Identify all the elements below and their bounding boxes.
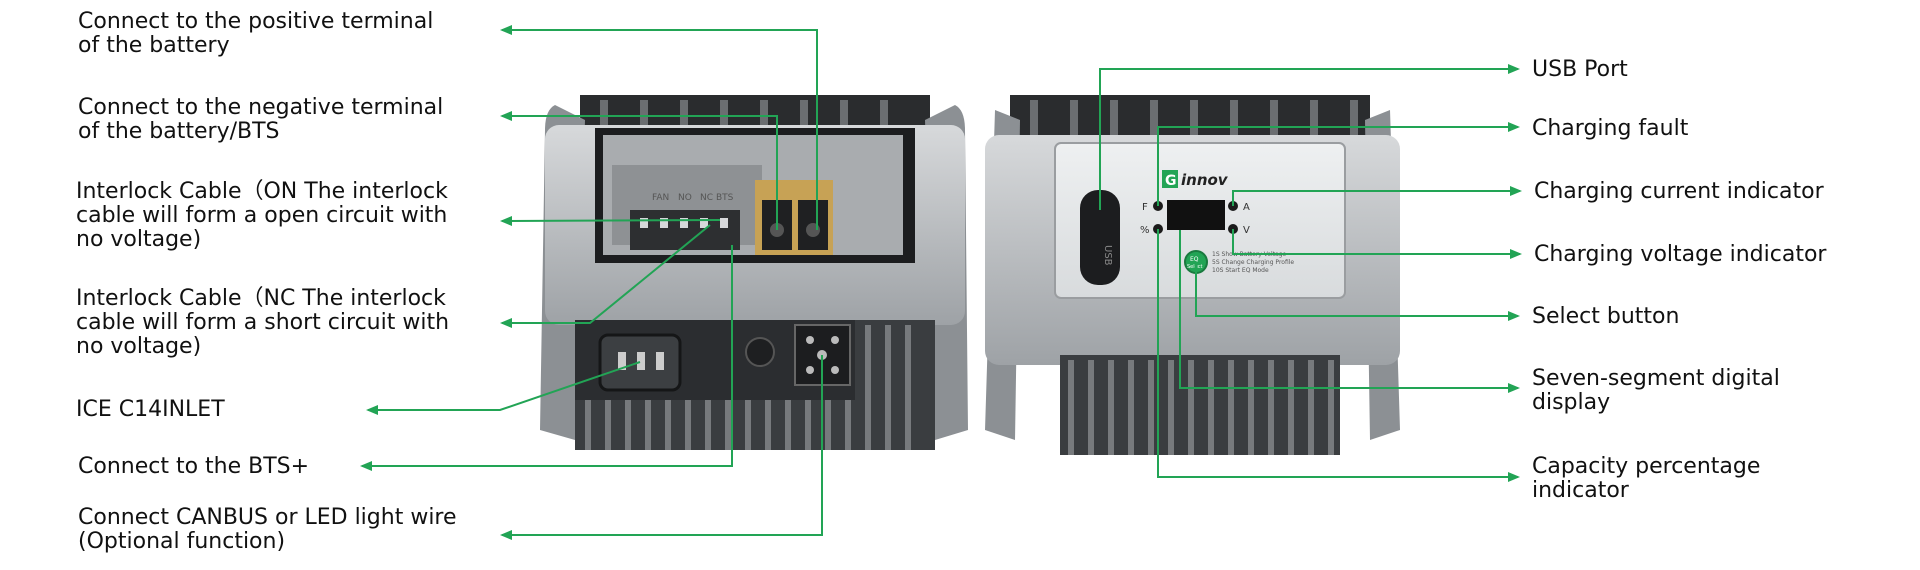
- leader-interlock-on: [501, 219, 721, 222]
- leader-negative-terminal: [502, 115, 778, 230]
- terminal-label-bts: BTS: [716, 193, 734, 203]
- arrow-charging-voltage: [1510, 249, 1522, 259]
- leader-bts-plus: [362, 245, 733, 467]
- label-ice-inlet: ICE C14INLET: [76, 397, 225, 422]
- leader-usb-port: [1099, 68, 1518, 210]
- led-label-f: F: [1142, 202, 1148, 213]
- label-interlock-on: Interlock Cable（ON The interlock cable w…: [76, 179, 448, 252]
- label-capacity: Capacity percentage indicator: [1532, 454, 1761, 503]
- arrow-charging-fault: [1508, 122, 1520, 132]
- brand-name: innov: [1181, 171, 1229, 189]
- leader-charging-current: [1232, 190, 1520, 206]
- select-button-sub: Select: [1187, 264, 1202, 270]
- cable-gland: [745, 337, 775, 367]
- terminal-label-fan: FAN: [652, 193, 669, 203]
- mode-line-2: 5S Change Charging Profile: [1212, 259, 1294, 266]
- leader-charging-voltage: [1232, 229, 1520, 255]
- label-positive-terminal: Connect to the positive terminal of the …: [78, 9, 434, 58]
- arrow-usb-port: [1508, 64, 1520, 74]
- leader-capacity: [1157, 229, 1518, 478]
- label-seven-segment: Seven-segment digital display: [1532, 366, 1780, 415]
- select-button-text: EQ: [1190, 256, 1199, 263]
- right-leader-lines: [1099, 64, 1522, 482]
- leader-seven-segment: [1179, 230, 1518, 389]
- usb-port-cover: [1080, 190, 1120, 285]
- label-negative-terminal: Connect to the negative terminal of the …: [78, 95, 444, 144]
- led-label-v: V: [1243, 225, 1250, 236]
- leader-charging-fault: [1157, 126, 1518, 206]
- label-charging-voltage: Charging voltage indicator: [1534, 242, 1827, 267]
- leader-positive-terminal: [502, 29, 818, 230]
- left-leader-lines: [360, 25, 823, 540]
- led-label-percent: %: [1140, 225, 1150, 236]
- interlock-connector: [630, 210, 740, 250]
- arrow-charging-current: [1510, 186, 1522, 196]
- arrow-interlock-on: [500, 216, 512, 226]
- leader-canbus: [502, 355, 823, 536]
- arrow-negative-terminal: [500, 111, 512, 121]
- arrow-seven-segment: [1508, 383, 1520, 393]
- arrow-interlock-nc: [500, 318, 512, 328]
- terminal-label-nc: NC: [700, 193, 713, 203]
- arrow-ice-inlet: [366, 405, 378, 415]
- leader-select-button: [1195, 262, 1518, 317]
- leader-interlock-nc: [502, 224, 711, 324]
- label-charging-fault: Charging fault: [1532, 116, 1689, 141]
- brand-mark: G: [1165, 173, 1177, 189]
- brand-logo-mark: [1162, 170, 1178, 188]
- label-select-button: Select button: [1532, 304, 1680, 329]
- mode-line-3: 10S Start EQ Mode: [1212, 267, 1269, 274]
- charger-bottom-view: FAN NO NC BTS: [540, 95, 968, 450]
- label-canbus: Connect CANBUS or LED light wire (Option…: [78, 505, 457, 554]
- arrow-select-button: [1508, 311, 1520, 321]
- label-bts-plus: Connect to the BTS+: [78, 454, 310, 479]
- led-label-a: A: [1243, 202, 1250, 213]
- leader-ice-inlet: [368, 361, 641, 411]
- arrow-bts-plus: [360, 461, 372, 471]
- terminal-label-no: NO: [678, 193, 692, 203]
- label-charging-current: Charging current indicator: [1534, 179, 1824, 204]
- arrow-canbus: [500, 530, 512, 540]
- charger-front-view: USB G innov F % A V EQ Select 1S Show Ba…: [985, 95, 1400, 455]
- usb-text: USB: [1102, 245, 1113, 266]
- right-bottom-fins: [1060, 355, 1340, 455]
- label-interlock-nc: Interlock Cable（NC The interlock cable w…: [76, 286, 450, 359]
- label-usb-port: USB Port: [1532, 57, 1628, 82]
- arrow-positive-terminal: [500, 25, 512, 35]
- seven-segment-display: [1167, 200, 1225, 230]
- arrow-capacity: [1508, 472, 1520, 482]
